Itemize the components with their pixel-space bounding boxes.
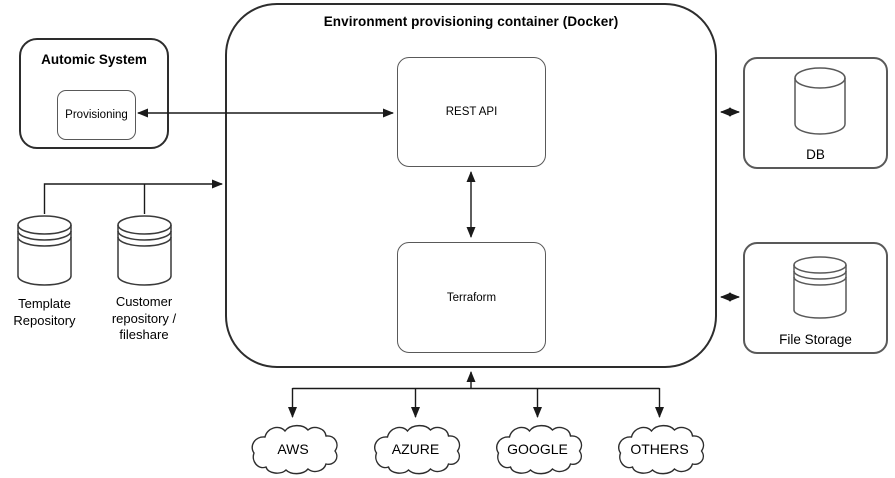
arrow-repositories-container [43,179,223,214]
google-cloud-label: GOOGLE [507,440,568,457]
customer-repository-label: Customer repository / fileshare [111,294,177,342]
container-title: Environment provisioning container (Dock… [323,14,619,29]
rest-api-label: REST API [445,106,498,118]
provisioning-box: Provisioning [57,90,136,140]
db-label: DB [806,147,825,162]
provisioning-label: Provisioning [65,109,128,121]
template-repository-label: Template Repository [13,296,76,328]
automic-system-box: Automic System Provisioning [19,38,169,149]
template-repository-cylinder-icon [17,215,72,286]
terraform-box: Terraform [397,242,546,353]
database-cylinder-icon [794,67,846,135]
customer-repository-cylinder-icon [117,215,172,286]
rest-api-box: REST API [397,57,546,167]
docker-container-box: Environment provisioning container (Dock… [225,3,717,368]
file-storage-box: File Storage [743,242,888,354]
file-storage-label: File Storage [779,332,852,347]
terraform-label: Terraform [446,291,497,304]
automic-system-title: Automic System [41,52,147,67]
others-cloud-label: OTHERS [630,440,689,457]
file-storage-cylinder-icon [793,256,847,319]
db-box: DB [743,57,888,169]
azure-cloud-label: AZURE [391,440,440,457]
aws-cloud-label: AWS [277,440,309,457]
